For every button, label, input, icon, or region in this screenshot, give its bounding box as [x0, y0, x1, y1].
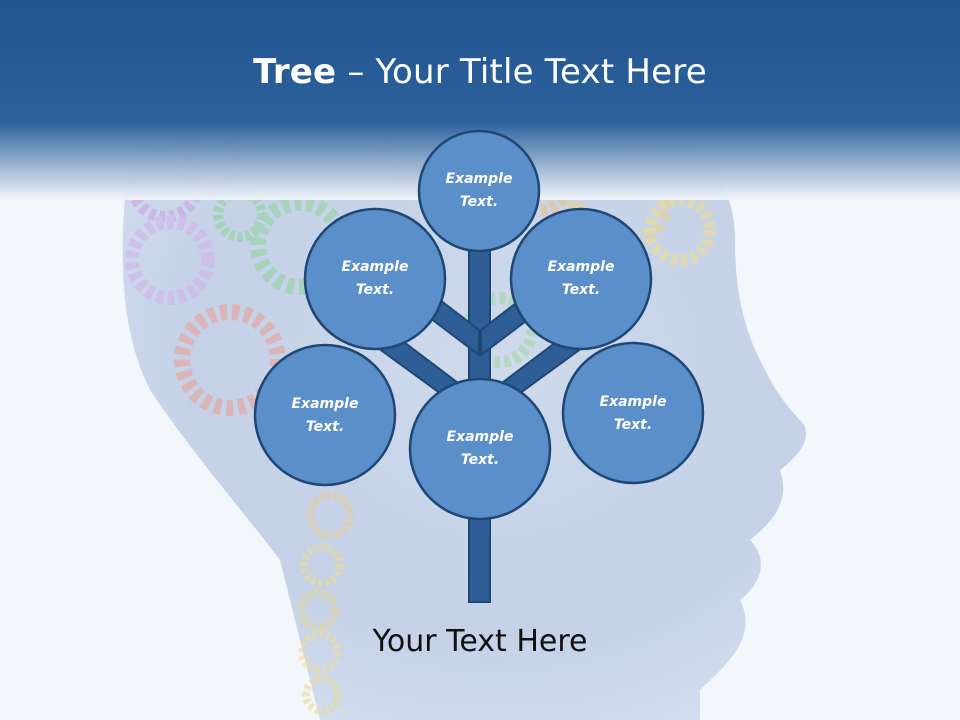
node-label-upper-right: Example Text.: [521, 256, 641, 302]
node-text-line1: Example: [291, 396, 359, 412]
node-text-line1: Example: [341, 259, 409, 275]
node-label-top: Example Text.: [419, 168, 539, 214]
node-circle-top: [417, 129, 541, 253]
footer-text: Your Text Here: [372, 624, 588, 659]
node-text-line1: Example: [599, 394, 667, 410]
node-text-line1: Example: [445, 171, 513, 187]
node-text-line1: Example: [547, 259, 615, 275]
node-label-left: Example Text.: [265, 393, 385, 439]
node-circle-left: [253, 343, 397, 487]
node-text-line2: Text.: [305, 419, 345, 435]
node-circle-center: [408, 377, 552, 521]
node-text-line2: Text.: [459, 194, 499, 210]
node-text-line2: Text.: [355, 282, 395, 298]
node-text-line2: Text.: [460, 452, 500, 468]
node-circle-upper-left: [303, 207, 447, 351]
tree-nodes: [253, 129, 705, 521]
node-text-line1: Example: [446, 429, 514, 445]
title-bold: Tree: [253, 52, 337, 92]
slide-title: Tree – Your Title Text Here: [0, 52, 960, 92]
node-label-right: Example Text.: [573, 391, 693, 437]
node-text-line2: Text.: [561, 282, 601, 298]
node-circle-upper-right: [509, 207, 653, 351]
title-rest: – Your Title Text Here: [336, 52, 707, 92]
node-label-upper-left: Example Text.: [315, 256, 435, 302]
node-circle-right: [561, 341, 705, 485]
node-text-line2: Text.: [613, 417, 653, 433]
node-label-center: Example Text.: [420, 426, 540, 472]
